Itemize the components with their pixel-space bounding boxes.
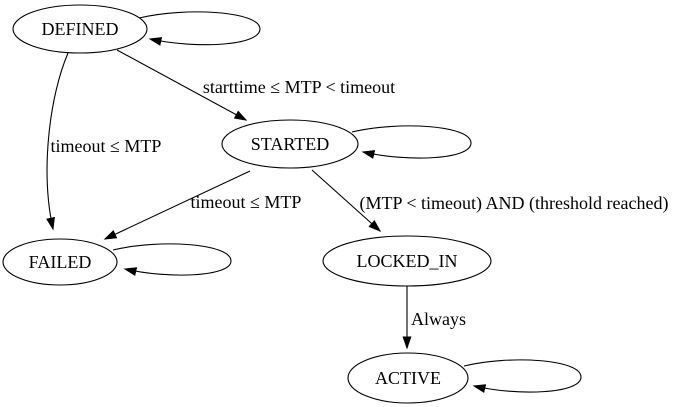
edge-defined-to-failed: [46, 52, 69, 231]
state-started-ellipse: [221, 119, 359, 169]
edge-labels-group: starttime ≤ MTP < timeout timeout ≤ MTP …: [51, 77, 669, 329]
self-loop-defined: [138, 11, 261, 46]
edge-label-started-to-locked-in: (MTP < timeout) AND (threshold reached): [360, 193, 669, 214]
state-started-label: STARTED: [251, 134, 329, 154]
state-failed-ellipse: [2, 238, 118, 286]
self-loop-started: [351, 125, 472, 159]
state-failed-label: FAILED: [29, 252, 92, 272]
state-defined-ellipse: [12, 4, 148, 54]
state-failed: FAILED: [2, 238, 118, 286]
state-locked-in: LOCKED_IN: [322, 235, 492, 287]
nodes-group: DEFINED STARTED FAILED LOCKED_IN ACTIVE: [2, 4, 492, 404]
state-active: ACTIVE: [347, 352, 469, 404]
edge-label-defined-to-started: starttime ≤ MTP < timeout: [203, 77, 395, 97]
edge-label-defined-to-failed: timeout ≤ MTP: [51, 136, 162, 156]
state-active-label: ACTIVE: [375, 368, 441, 388]
edges-group: [46, 11, 582, 393]
edge-started-to-locked-in: [311, 169, 382, 233]
edge-label-started-to-failed: timeout ≤ MTP: [191, 192, 302, 212]
self-loop-active: [463, 359, 582, 393]
edge-label-locked-in-to-active: Always: [411, 309, 466, 329]
state-active-ellipse: [347, 352, 469, 404]
state-locked-in-ellipse: [322, 235, 492, 287]
state-locked-in-label: LOCKED_IN: [357, 251, 458, 271]
self-loop-failed: [112, 243, 232, 276]
state-defined: DEFINED: [12, 4, 148, 54]
edge-started-to-failed: [103, 170, 251, 240]
edge-defined-to-started: [116, 49, 248, 121]
state-defined-label: DEFINED: [42, 19, 119, 39]
state-started: STARTED: [221, 119, 359, 169]
